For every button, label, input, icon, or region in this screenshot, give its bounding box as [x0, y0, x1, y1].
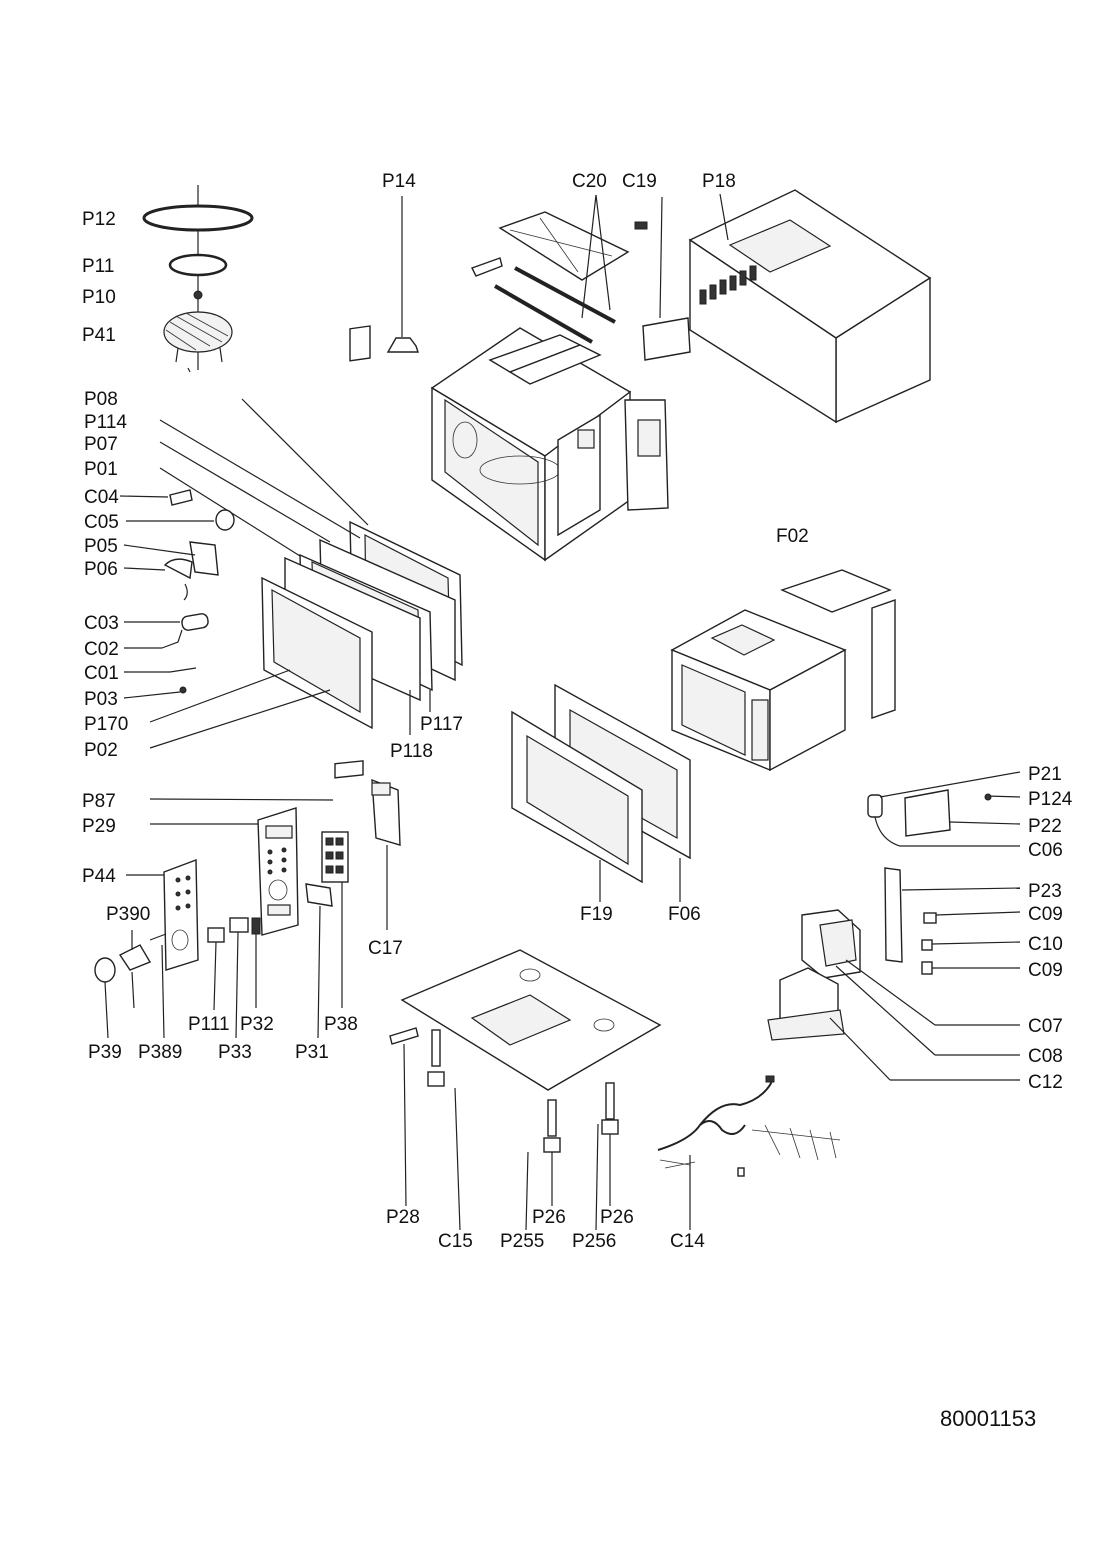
- callout-P28: P28: [386, 1207, 420, 1228]
- callout-F19: F19: [580, 904, 613, 925]
- callout-C06: C06: [1028, 840, 1063, 861]
- callout-P32: P32: [240, 1014, 274, 1035]
- callout-P26-b: P26: [600, 1207, 634, 1228]
- wiring-harness: [657, 1075, 841, 1230]
- bracket-p14: [349, 196, 419, 362]
- callout-C17: C17: [368, 938, 403, 959]
- callout-C15: C15: [438, 1231, 473, 1252]
- left-small-parts: [119, 489, 235, 699]
- callout-P38: P38: [324, 1014, 358, 1035]
- callout-P08: P08: [84, 389, 118, 410]
- callout-P111: P111: [188, 1014, 230, 1035]
- base-plate: [389, 949, 662, 1231]
- callout-C02: C02: [84, 639, 119, 660]
- callout-C20: C20: [572, 171, 607, 192]
- callout-P14: P14: [382, 171, 416, 192]
- callout-P39: P39: [88, 1042, 122, 1063]
- callout-C03: C03: [84, 613, 119, 634]
- callout-P33: P33: [218, 1042, 252, 1063]
- callout-P07: P07: [84, 434, 118, 455]
- callout-C05: C05: [84, 512, 119, 533]
- callout-C12: C12: [1028, 1072, 1063, 1093]
- callout-P87: P87: [82, 791, 116, 812]
- callout-P31: P31: [295, 1042, 329, 1063]
- callout-P02: P02: [84, 740, 118, 761]
- callout-C07: C07: [1028, 1016, 1063, 1037]
- callout-P256: P256: [572, 1231, 616, 1252]
- right-side-parts: [767, 771, 1021, 1081]
- callout-P118: P118: [390, 741, 433, 762]
- callout-C01: C01: [84, 663, 119, 684]
- callout-P10: P10: [82, 287, 116, 308]
- callout-P114: P114: [84, 412, 127, 433]
- callout-F06: F06: [668, 904, 701, 925]
- callout-F02: F02: [776, 526, 809, 547]
- callout-P41: P41: [82, 325, 116, 346]
- control-panel: [94, 760, 401, 1039]
- callout-P05: P05: [84, 536, 118, 557]
- outer-cabinet-p18: [688, 189, 932, 424]
- callout-C09-a: C09: [1028, 904, 1063, 925]
- callout-P21: P21: [1028, 764, 1062, 785]
- built-in-frame: [511, 569, 896, 902]
- callout-P11: P11: [82, 256, 114, 277]
- callout-P03: P03: [84, 689, 118, 710]
- callout-P01: P01: [84, 459, 118, 480]
- callout-P170: P170: [84, 714, 128, 735]
- door-assembly: [149, 398, 463, 749]
- callout-C14: C14: [670, 1231, 705, 1252]
- callout-C04: C04: [84, 487, 119, 508]
- callout-P26-a: P26: [532, 1207, 566, 1228]
- callout-P124: P124: [1028, 789, 1073, 810]
- heater-c20: [471, 194, 630, 344]
- callout-P44: P44: [82, 866, 116, 887]
- callout-C19: C19: [622, 171, 657, 192]
- callout-P390: P390: [106, 904, 150, 925]
- cavity-assembly: [430, 327, 669, 562]
- callout-P12: P12: [82, 209, 116, 230]
- part-c19: [634, 196, 691, 361]
- turntable-group: [142, 185, 254, 373]
- callout-P22: P22: [1028, 816, 1062, 837]
- callout-C09-b: C09: [1028, 960, 1063, 981]
- callout-C10: C10: [1028, 934, 1063, 955]
- callout-P389: P389: [138, 1042, 182, 1063]
- callout-P117: P117: [420, 714, 463, 735]
- callout-P255: P255: [500, 1231, 544, 1252]
- callout-C08: C08: [1028, 1046, 1063, 1067]
- callout-P23: P23: [1028, 881, 1062, 902]
- callout-P29: P29: [82, 816, 116, 837]
- callout-labels: P12 P11 P10 P41 P14 C20 C19 P18 P08 P114…: [82, 171, 1073, 1252]
- callout-P18: P18: [702, 171, 736, 192]
- document-number: 80001153: [940, 1406, 1037, 1431]
- callout-P06: P06: [84, 559, 118, 580]
